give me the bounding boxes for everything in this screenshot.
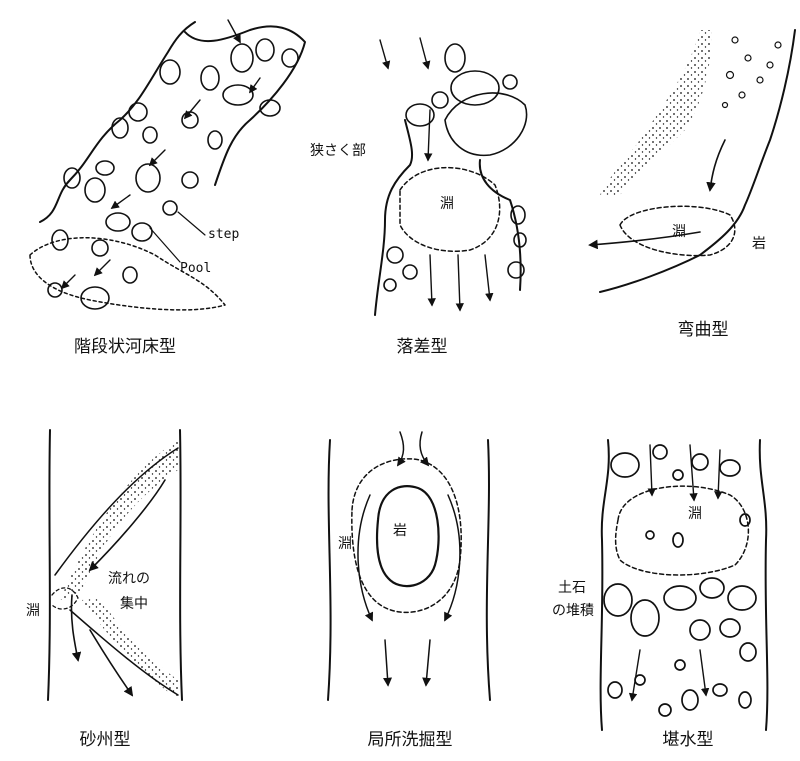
panel-sandbar: 流れの 集中 淵 砂州型 <box>26 430 182 750</box>
flow-label-2: 集中 <box>120 595 148 612</box>
panel-drop: 狭さく部 淵 落差型 <box>310 38 527 357</box>
sediment-label-1: 土石 <box>558 580 586 596</box>
caption-step-pool: 階段状河床型 <box>74 337 176 357</box>
panel-storage: 淵 土石 の堆積 堪水型 <box>552 440 767 750</box>
boulders <box>384 44 527 291</box>
sand-bar-lower <box>82 598 178 700</box>
flow-arrow <box>710 140 725 190</box>
flow-arrow-in-left <box>398 432 404 465</box>
bank-left <box>48 430 50 700</box>
flow-label-1: 流れの <box>108 571 150 587</box>
panel-bend: 淵 岩 弯曲型 <box>590 30 795 340</box>
bank-right <box>487 440 490 700</box>
pool-leader <box>150 228 180 262</box>
sand-bar <box>600 30 712 195</box>
bank-right <box>480 160 521 290</box>
pool-outline <box>616 486 749 575</box>
flow-arrow-out-right <box>426 640 430 685</box>
bank-left <box>375 120 412 315</box>
step-label: step <box>208 227 239 242</box>
caption-sandbar: 砂州型 <box>80 730 131 750</box>
bank-left <box>40 22 195 222</box>
sediment-label-2: の堆積 <box>552 603 594 619</box>
bank-left <box>328 440 331 700</box>
bank-left <box>601 440 609 730</box>
fuchi-label: 淵 <box>688 506 702 522</box>
caption-local-scour: 局所洗掘型 <box>368 730 453 750</box>
rock-label: 岩 <box>393 523 407 539</box>
rock-outline <box>377 486 439 586</box>
caption-drop: 落差型 <box>397 337 448 357</box>
flow-arrow-out-left <box>385 640 388 685</box>
caption-storage: 堪水型 <box>663 730 714 750</box>
flow-arrow-right <box>445 495 460 620</box>
fuchi-label: 淵 <box>672 224 686 240</box>
narrow-label: 狭さく部 <box>310 143 366 159</box>
flow-arrow-left <box>358 495 372 620</box>
step-leader <box>178 212 205 235</box>
pool-label: Pool <box>180 261 211 276</box>
caption-bend: 弯曲型 <box>678 320 729 340</box>
gravel <box>723 37 782 108</box>
bank-right <box>760 440 768 730</box>
boulders <box>48 39 298 309</box>
panel-local-scour: 岩 淵 局所洗掘型 <box>328 432 490 750</box>
bank-right <box>180 430 182 700</box>
flow-arrows <box>380 38 490 310</box>
fuchi-label: 淵 <box>26 603 40 619</box>
fuchi-label: 淵 <box>338 536 352 552</box>
panel-step-pool: step Pool 階段状河床型 <box>30 20 305 357</box>
fuchi-label: 淵 <box>440 196 454 212</box>
rock-label: 岩 <box>752 236 766 252</box>
